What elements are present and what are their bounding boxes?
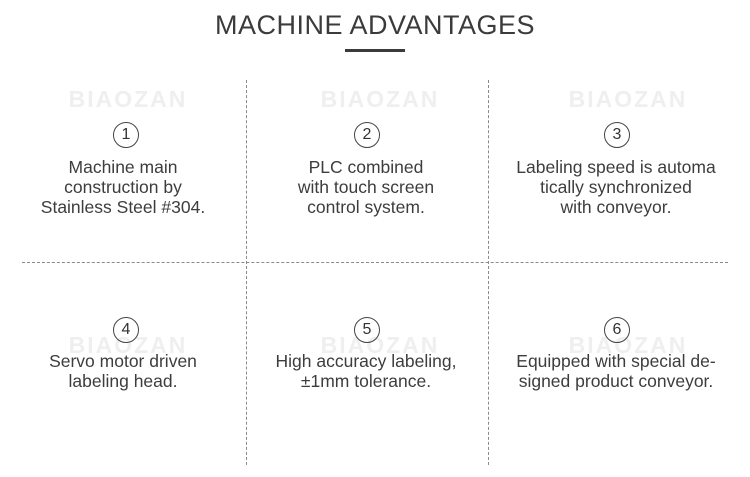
grid-divider-vertical-1 (246, 80, 247, 465)
advantage-text: Equipped with special de- signed product… (516, 351, 716, 391)
number-badge: 4 (113, 317, 139, 343)
number-badge: 3 (604, 122, 630, 148)
advantage-text: Machine main construction by Stainless S… (40, 157, 206, 217)
advantage-text: Servo motor driven labeling head. (49, 351, 197, 391)
advantage-text: High accuracy labeling, ±1mm tolerance. (275, 351, 457, 391)
grid-divider-vertical-2 (488, 80, 489, 465)
number-badge: 1 (113, 122, 139, 148)
grid-divider-horizontal (22, 262, 728, 263)
title-underline (345, 49, 405, 52)
watermark-logo: BIAOZAN (568, 86, 688, 112)
advantage-text: PLC combined with touch screen control s… (297, 157, 435, 217)
advantage-text: Labeling speed is automa tically synchro… (516, 157, 716, 217)
page-title: MACHINE ADVANTAGES (214, 10, 536, 40)
number-badge: 6 (604, 317, 630, 343)
number-badge: 5 (354, 317, 380, 343)
number-badge: 2 (354, 122, 380, 148)
watermark-logo: BIAOZAN (320, 86, 440, 112)
watermark-logo: BIAOZAN (320, 332, 440, 358)
watermark-logo: BIAOZAN (68, 86, 188, 112)
